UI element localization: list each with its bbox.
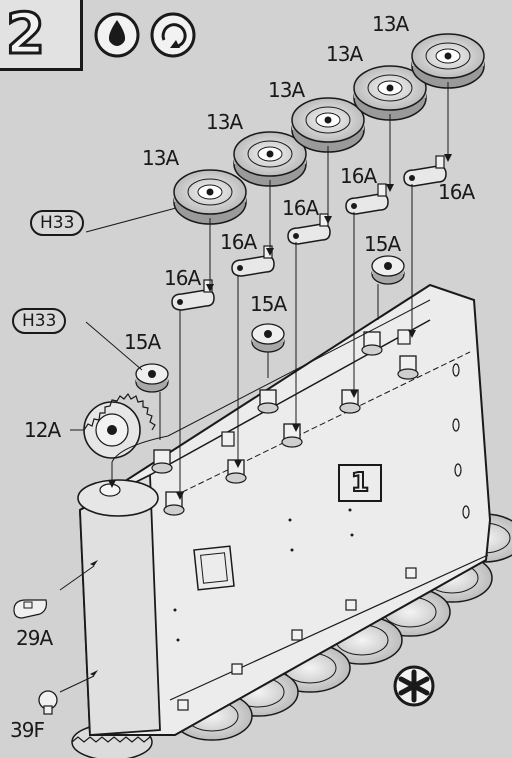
rotate-arrow-icon	[150, 12, 196, 58]
guide-arrows	[90, 154, 452, 676]
label-15a-1: 15A	[124, 330, 161, 354]
label-39f: 39F	[10, 718, 45, 742]
label-13a-3: 13A	[268, 78, 305, 102]
label-16a-2: 16A	[220, 230, 257, 254]
subassembly-number: 1	[350, 467, 370, 499]
subassembly-box: 1	[338, 464, 382, 502]
label-13a-4: 13A	[326, 42, 363, 66]
label-29a: 29A	[16, 626, 53, 650]
label-12a: 12A	[24, 418, 61, 442]
label-13a-5: 13A	[372, 12, 409, 36]
glue-drop-icon	[94, 12, 140, 58]
paint-ref-h33-lower: H33	[12, 308, 67, 334]
label-13a-2: 13A	[206, 110, 243, 134]
step-number: 2	[5, 1, 47, 69]
drive-sprocket	[83, 392, 156, 459]
label-15a-3: 15A	[364, 232, 401, 256]
part-39f-drawing	[38, 690, 58, 715]
step-number-box: 2	[0, 0, 83, 71]
label-16a-5: 16A	[438, 180, 475, 204]
label-15a-2: 15A	[250, 292, 287, 316]
asterisk-icon	[393, 665, 435, 707]
label-13a-1: 13A	[142, 146, 179, 170]
upper-mounts	[151, 329, 419, 516]
label-16a-3: 16A	[282, 196, 319, 220]
part-29a-drawing	[13, 599, 47, 619]
guide-lines	[59, 82, 449, 693]
label-16a-4: 16A	[340, 164, 377, 188]
paint-ref-h33-upper: H33	[30, 210, 85, 236]
label-16a-1: 16A	[164, 266, 201, 290]
hull-side	[77, 283, 492, 736]
